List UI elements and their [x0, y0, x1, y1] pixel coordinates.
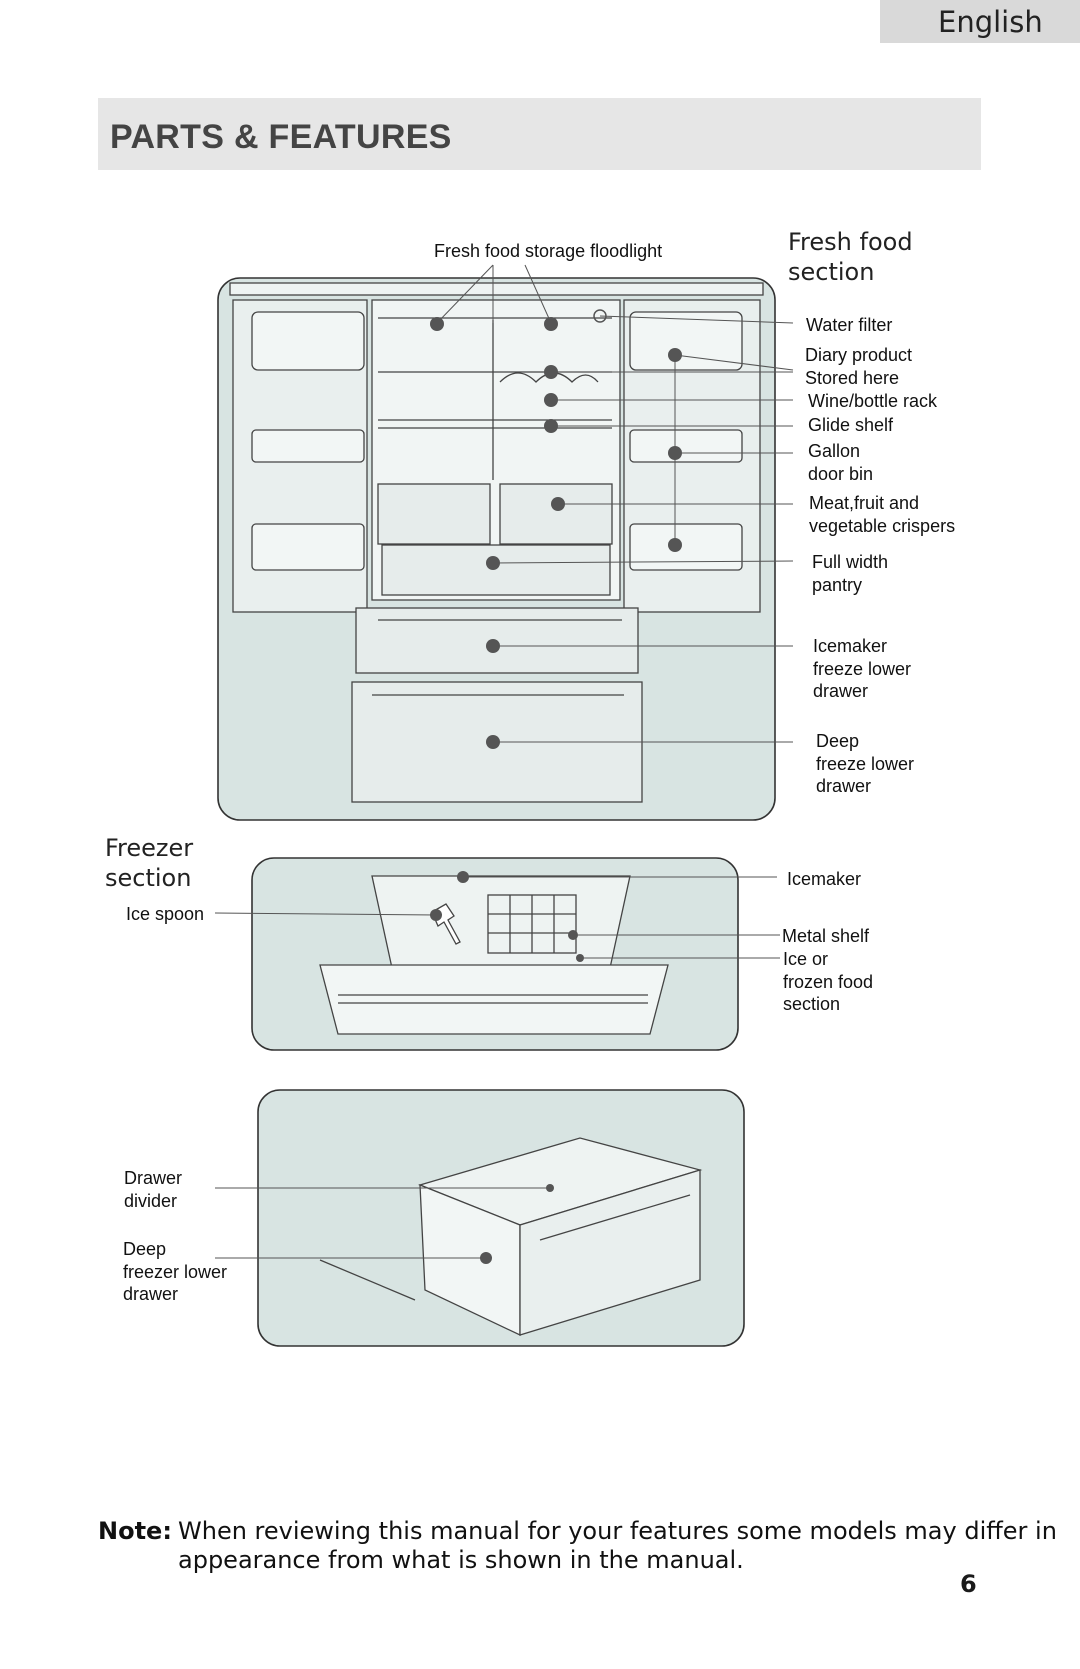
- note-prefix: Note:: [98, 1517, 172, 1545]
- crispers-label: Meat,fruit and vegetable crispers: [809, 493, 956, 536]
- metal-shelf-label: Metal shelf: [782, 926, 870, 946]
- language-tab: English: [880, 0, 1080, 43]
- water-filter-label: Water filter: [806, 315, 893, 335]
- deep-drawer-label: Deep freeze lower drawer: [816, 731, 915, 796]
- note-line-2: appearance from what is shown in the man…: [178, 1546, 744, 1574]
- fresh-food-section-heading: Fresh food section: [788, 228, 913, 286]
- language-label: English: [938, 5, 1043, 39]
- icemaker-drawer-label: Icemaker freeze lower drawer: [813, 636, 912, 701]
- freezer-section-heading: Freezer section: [105, 834, 194, 892]
- section-title-bar: PARTS & FEATURES: [98, 98, 981, 170]
- note-line-1: When reviewing this manual for your feat…: [178, 1517, 1057, 1545]
- note-block: Note: When reviewing this manual for you…: [98, 1517, 1057, 1574]
- floodlight-label: Fresh food storage floodlight: [434, 241, 663, 261]
- page-number: 6: [960, 1570, 977, 1598]
- ice-spoon-label: Ice spoon: [126, 904, 205, 924]
- icemaker-label: Icemaker: [787, 869, 862, 889]
- wine-rack-label: Wine/bottle rack: [808, 391, 938, 411]
- deep-freezer-drawer-label: Deep freezer lower drawer: [123, 1239, 228, 1304]
- drawer-divider-label: Drawer divider: [124, 1168, 183, 1211]
- dairy-label: Diary product Stored here: [805, 345, 913, 388]
- gallon-bin-label: Gallon door bin: [808, 441, 874, 484]
- ice-section-label: Ice or frozen food section: [783, 949, 874, 1014]
- pantry-label: Full width pantry: [812, 552, 889, 595]
- page-title: PARTS & FEATURES: [110, 118, 452, 156]
- glide-shelf-label: Glide shelf: [808, 415, 894, 435]
